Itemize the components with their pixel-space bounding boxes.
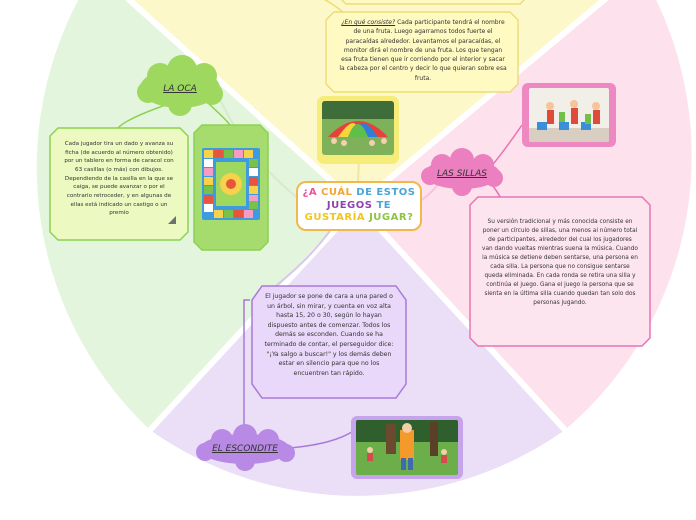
title-word-te: TE <box>376 199 392 211</box>
el-escondite-text-box[interactable] <box>251 285 407 399</box>
hide-and-seek-photo-icon <box>356 420 458 475</box>
el-escondite-cloud[interactable] <box>196 424 295 471</box>
las-sillas-text-box[interactable] <box>469 196 651 347</box>
paracaidas-text: Cada participante tendrá el nombre de un… <box>339 19 507 82</box>
game-board-icon <box>202 148 260 220</box>
title-word-juegos: JUEGOS <box>326 199 377 211</box>
center-title-line-1: ¿A CUÁL DE ESTOS <box>303 187 416 200</box>
el-escondite-label[interactable]: EL ESCONDITE <box>212 444 278 454</box>
la-oca-board-image[interactable] <box>202 148 260 220</box>
paracaidas-text-box[interactable] <box>325 11 519 93</box>
las-sillas-label[interactable]: LAS SILLAS <box>436 169 487 179</box>
title-word-a: ¿A <box>302 187 322 199</box>
center-title-line-3: GUSTARÍA JUGAR? <box>305 212 414 225</box>
la-oca-label[interactable]: LA OCA <box>163 84 197 94</box>
paracaidas-image[interactable] <box>322 101 394 155</box>
center-topic[interactable]: ¿A CUÁL DE ESTOS JUEGOS TE GUSTARÍA JUGA… <box>296 181 422 231</box>
el-escondite-image[interactable] <box>356 420 458 475</box>
la-oca-text-box[interactable] <box>49 127 189 241</box>
center-title-line-2: JUEGOS TE <box>327 200 391 213</box>
title-word-de: DE <box>356 187 377 199</box>
title-word-estos: ESTOS <box>376 187 416 199</box>
connector-escondite-text <box>243 299 250 440</box>
musical-chairs-photo-icon <box>529 88 609 142</box>
connector-escondite-image <box>289 429 356 449</box>
la-oca-expand-icon[interactable] <box>168 216 176 224</box>
title-word-gustaria: GUSTARÍA <box>304 212 370 224</box>
las-sillas-cloud[interactable] <box>421 148 503 196</box>
title-word-jugar: JUGAR? <box>369 212 414 224</box>
title-word-cual: CUÁL <box>321 187 357 199</box>
el-escondite-description: El jugador se pone de cara a una pared o… <box>264 293 394 377</box>
la-oca-description: Cada jugador tira un dado y avanza su fi… <box>64 141 174 217</box>
la-oca-cloud[interactable] <box>137 55 223 116</box>
parachute-photo-icon <box>322 101 394 155</box>
paracaidas-link[interactable]: ¿En qué consiste? <box>341 19 396 26</box>
las-sillas-description: Su versión tradicional y más conocida co… <box>482 219 638 306</box>
paracaidas-top-box[interactable] <box>338 0 528 5</box>
las-sillas-image[interactable] <box>529 88 609 142</box>
paracaidas-description: ¿En qué consiste? Cada participante tend… <box>332 16 514 88</box>
